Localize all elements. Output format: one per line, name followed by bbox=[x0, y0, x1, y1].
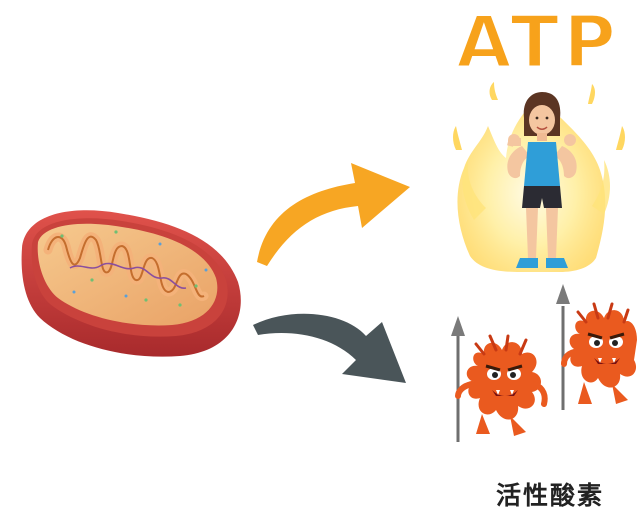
atp-label: ATP bbox=[440, 2, 636, 82]
energized-woman-icon bbox=[453, 82, 625, 272]
arrow-to-ros bbox=[253, 314, 406, 383]
ros-monster-icon bbox=[451, 284, 637, 442]
arrow-to-atp bbox=[257, 163, 410, 266]
mitochondrion-icon bbox=[22, 210, 241, 356]
ros-label: 活性酸素 bbox=[470, 476, 630, 512]
